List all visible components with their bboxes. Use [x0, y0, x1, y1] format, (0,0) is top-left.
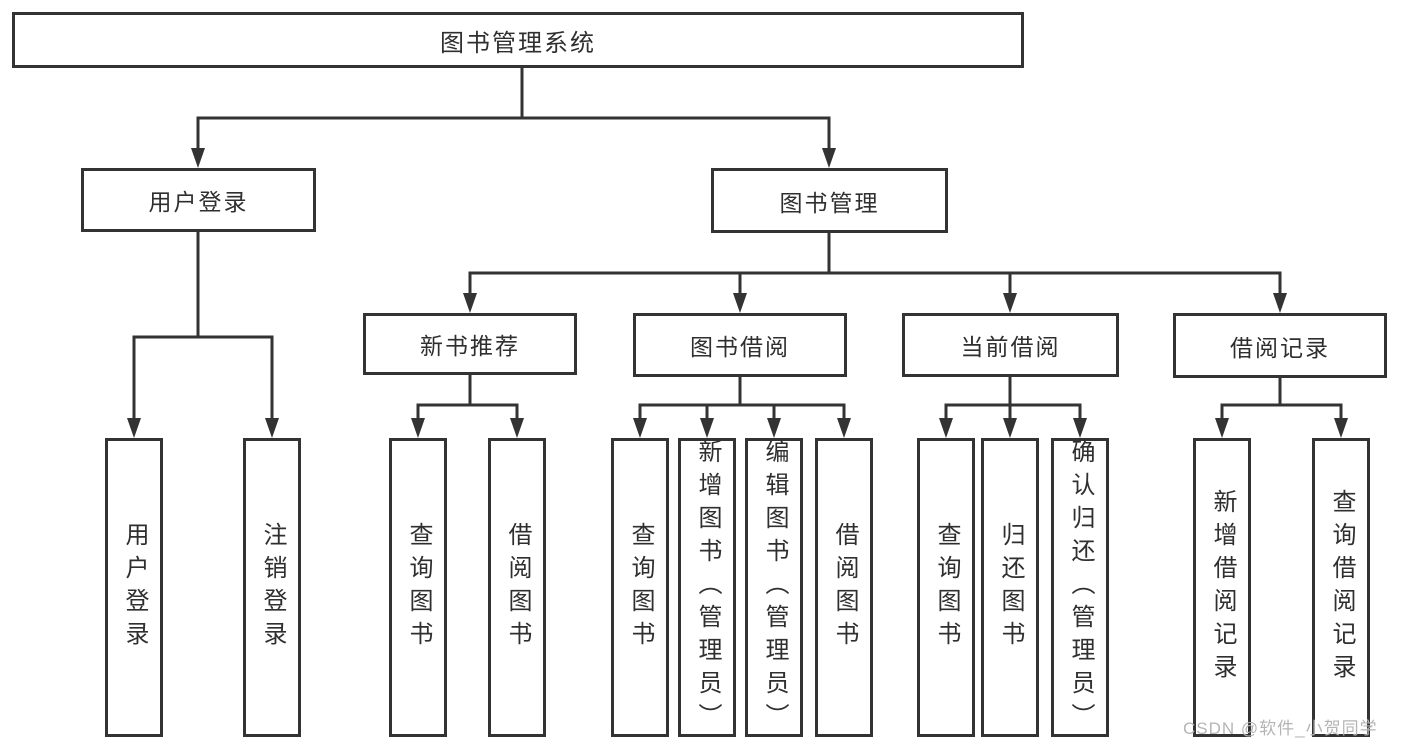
connector-borrow-split — [633, 377, 851, 438]
leaf-query-books-current: 查询图书 — [917, 438, 975, 737]
connector-user-login-split — [127, 232, 279, 438]
leaf-query-books-newbook: 查询图书 — [389, 438, 447, 737]
leaf-label: 新增图书（管理员） — [694, 439, 721, 736]
node-new-book-recommend: 新书推荐 — [363, 313, 577, 375]
leaf-query-borrow-record: 查询借阅记录 — [1312, 438, 1370, 737]
connector-root-split — [191, 68, 836, 168]
connector-new-book-split — [411, 375, 524, 438]
leaf-label: 查询借阅记录 — [1328, 488, 1355, 687]
leaf-add-borrow-record: 新增借阅记录 — [1193, 438, 1251, 737]
connector-current-split — [939, 377, 1087, 438]
leaf-edit-books-admin: 编辑图书（管理员） — [745, 438, 803, 737]
leaf-logout: 注销登录 — [243, 438, 301, 737]
node-current-borrow: 当前借阅 — [902, 313, 1119, 377]
leaf-label: 新增借阅记录 — [1209, 488, 1236, 687]
leaf-label: 借阅图书 — [504, 521, 531, 654]
leaf-query-books-borrow: 查询图书 — [611, 438, 669, 737]
node-borrow-records: 借阅记录 — [1173, 313, 1387, 378]
leaf-user-login: 用户登录 — [105, 438, 163, 737]
leaf-label: 归还图书 — [997, 521, 1024, 654]
connector-records-split — [1215, 378, 1348, 438]
leaf-label: 查询图书 — [933, 521, 960, 654]
leaf-label: 编辑图书（管理员） — [761, 439, 788, 736]
leaf-borrow-books-newbook: 借阅图书 — [488, 438, 546, 737]
leaf-label: 借阅图书 — [831, 521, 858, 654]
leaf-add-books-admin: 新增图书（管理员） — [678, 438, 736, 737]
leaf-label: 用户登录 — [121, 521, 148, 654]
node-book-management: 图书管理 — [711, 168, 948, 233]
csdn-watermark: CSDN @软件_小贺同学 — [1183, 719, 1378, 738]
node-library-system: 图书管理系统 — [12, 12, 1024, 68]
leaf-label: 注销登录 — [259, 521, 286, 654]
node-book-borrow: 图书借阅 — [633, 313, 847, 377]
leaf-label: 查询图书 — [627, 521, 654, 654]
node-user-login: 用户登录 — [81, 168, 316, 232]
leaf-confirm-return-admin: 确认归还（管理员） — [1051, 438, 1109, 737]
connector-book-mgmt-split — [463, 233, 1287, 313]
leaf-borrow-books: 借阅图书 — [815, 438, 873, 737]
leaf-label: 确认归还（管理员） — [1067, 439, 1094, 736]
leaf-return-books: 归还图书 — [981, 438, 1039, 737]
leaf-label: 查询图书 — [405, 521, 432, 654]
